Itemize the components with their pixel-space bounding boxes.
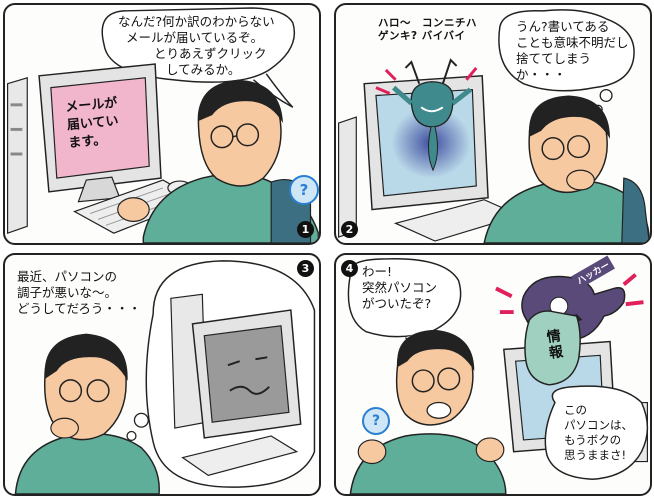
panel-number: 4: [341, 260, 358, 277]
panel-2-illustration: [338, 9, 650, 243]
panel-3-illustration: [14, 260, 316, 494]
creature-speech-line: ゲンキ? バイバイ: [378, 30, 466, 42]
panel-number: 3: [297, 260, 314, 277]
creature-speech: ハロ〜 コンニチハ ゲンキ? バイバイ: [378, 17, 477, 43]
thief-speech-line: 思うままさ!: [564, 448, 627, 462]
thought-line: 調子が悪いな〜。: [17, 285, 118, 300]
panel-4-illustration: [347, 258, 649, 494]
speech-bubble: わー! 突然パソコン がついたぞ?: [362, 264, 458, 312]
speech-line: 突然パソコン: [362, 280, 438, 295]
speech-line: とりあえずクリック: [154, 46, 267, 61]
thief-speech-line: もうボクの: [564, 433, 622, 447]
help-badge-icon: ?: [289, 175, 319, 205]
thief-speech-bubble: この パソコンは、 もうボクの 思うままさ!: [564, 403, 650, 463]
thief-speech-line: パソコンは、: [564, 418, 633, 432]
comic-panel-2: ハロ〜 コンニチハ ゲンキ? バイバイ うん?書いてある ことも意味不明だし 捨…: [334, 3, 652, 245]
panel-number: 1: [297, 221, 314, 238]
speech-line: なんだ?何か訳のわからない: [118, 14, 275, 29]
monitor-screen-text: メールが 届いてい ます。: [65, 95, 122, 153]
comic-panel-4: わー! 突然パソコン がついたぞ? 情報 ハッカー この パソコンは、 もうボク…: [334, 253, 652, 496]
speech-line: してみるか。: [166, 62, 241, 77]
creature-speech-line: ハロ〜 コンニチハ: [378, 17, 477, 29]
thief-speech-line: この: [564, 403, 587, 417]
speech-bubble: なんだ?何か訳のわからない メールが届いているぞ。 とりあえずクリック してみる…: [118, 14, 298, 78]
comic-panel-3: 最近、パソコンの 調子が悪いな〜。 どうしてだろう・・・ 3: [3, 253, 321, 496]
speech-line: がついたぞ?: [362, 296, 432, 311]
panel-number: 2: [341, 221, 358, 238]
thought-text: 最近、パソコンの 調子が悪いな〜。 どうしてだろう・・・: [17, 269, 157, 317]
comic-panel-1: なんだ?何か訳のわからない メールが届いているぞ。 とりあえずクリック してみる…: [3, 3, 321, 245]
thought-bubble: うん?書いてある ことも意味不明だし 捨ててしまうか・・・: [516, 19, 640, 83]
speech-line: メールが届いているぞ。: [126, 30, 264, 45]
thought-line: 最近、パソコンの: [17, 269, 118, 284]
speech-line: わー!: [362, 264, 393, 279]
thought-line: 捨ててしまうか・・・: [516, 51, 592, 82]
bag-label: 情報: [545, 328, 565, 362]
help-badge-icon: ?: [362, 407, 390, 435]
thought-line: どうしてだろう・・・: [17, 301, 141, 316]
thought-line: ことも意味不明だし: [516, 35, 629, 50]
thought-line: うん?書いてある: [516, 19, 610, 34]
